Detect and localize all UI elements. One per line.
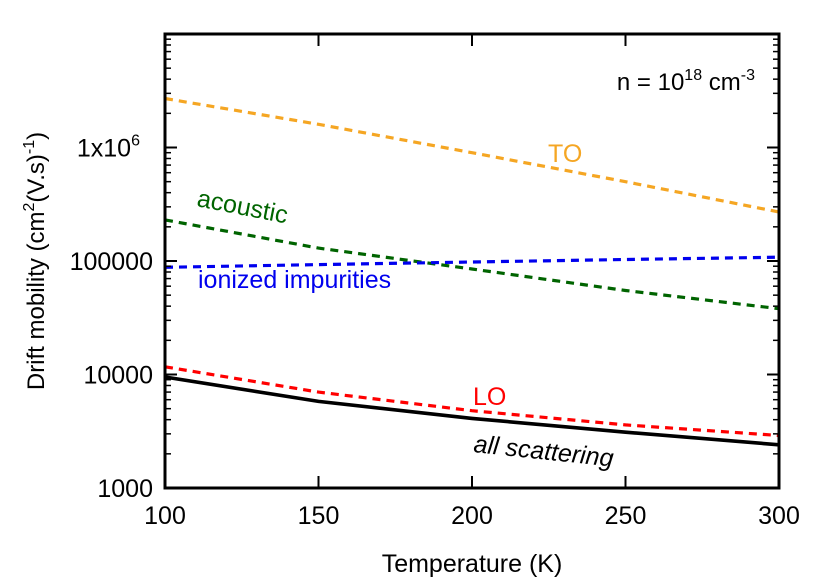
y-tick-label: 100000 (70, 248, 153, 276)
x-tick-label: 100 (144, 502, 186, 530)
y-tick-label: 1000 (97, 475, 153, 503)
ionized-impurities-series-line (164, 255, 780, 269)
lo-series-line (164, 365, 780, 438)
y-tick-label: 1x106 (77, 133, 140, 163)
to-series-label: TO (548, 140, 582, 168)
all-scattering-series-label: all scattering (472, 430, 615, 473)
y-tick-label: 10000 (83, 362, 153, 390)
y-axis-label: Drift mobility (cm2(V.s)-1) (21, 132, 50, 390)
tick-layer: 100 150 200 250 300 1000 10000 100000 1x106 (70, 34, 800, 530)
acoustic-series-label: acoustic (195, 184, 290, 229)
x-tick-label: 150 (298, 502, 340, 530)
acoustic-series-line (164, 218, 780, 311)
to-series-line (164, 96, 780, 214)
series-layer (164, 96, 780, 447)
all-scattering-series-line (164, 375, 780, 447)
ionized-impurities-series-label: ionized impurities (198, 266, 391, 294)
x-tick-label: 300 (758, 502, 800, 530)
lo-series-label: LO (473, 383, 506, 411)
density-annotation: n = 1018 cm-3 (617, 67, 755, 96)
x-tick-label: 200 (451, 502, 493, 530)
x-axis-label: Temperature (K) (382, 550, 563, 578)
x-tick-label: 250 (605, 502, 647, 530)
